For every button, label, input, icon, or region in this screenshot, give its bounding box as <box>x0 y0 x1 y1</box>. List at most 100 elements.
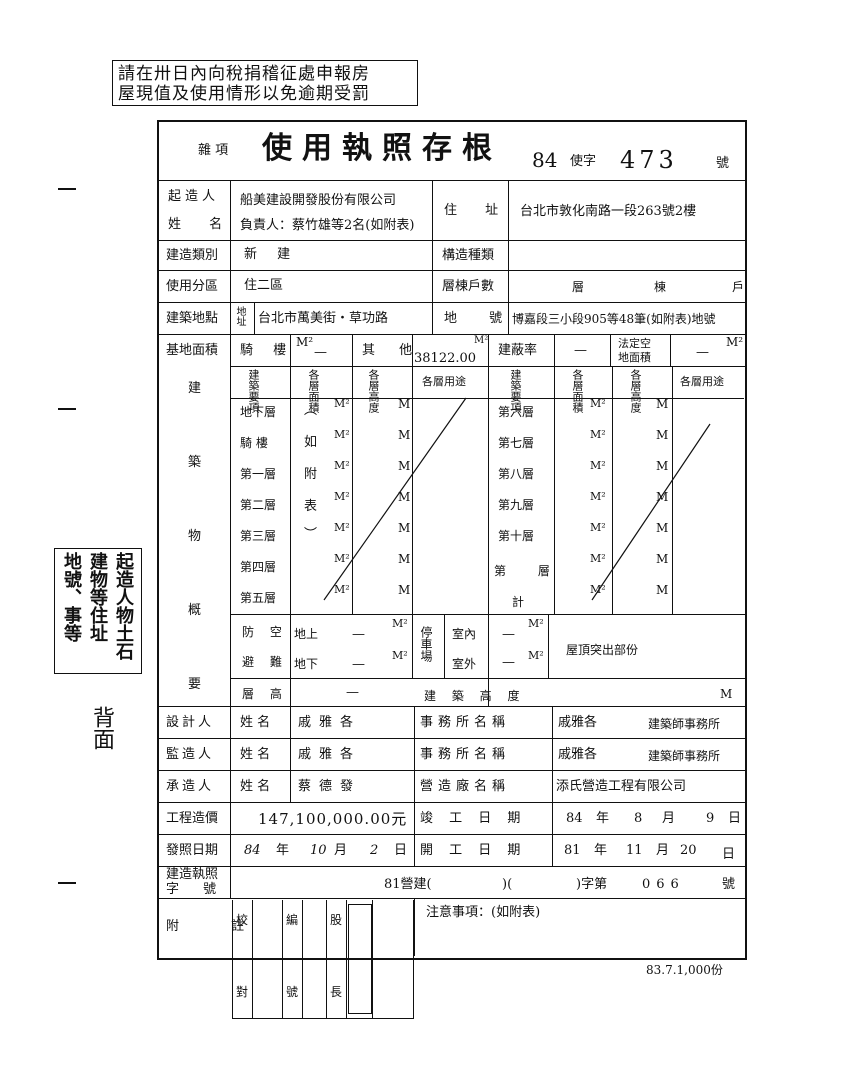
rule <box>230 366 745 367</box>
floor-label: 第 層 <box>494 564 564 578</box>
designer-label: 設計人 <box>166 715 215 730</box>
lot-label: 地 號 <box>444 311 517 326</box>
rule <box>352 334 353 366</box>
m2-unit: M² <box>590 521 606 534</box>
total-label: 計 <box>512 595 525 609</box>
start-yue: 月 <box>656 843 670 858</box>
outdoor-value: — <box>502 655 515 670</box>
page-title: 使用執照存根 <box>262 131 502 166</box>
shelter-label-1: 防 空 <box>242 625 288 639</box>
start-ri: 日 <box>722 847 736 862</box>
m-unit: M <box>656 459 669 473</box>
m-unit: M <box>398 521 411 535</box>
stamp-label-2: 編 <box>286 913 299 927</box>
build-type-label: 建造類別 <box>166 248 219 263</box>
permit-hao: 號 <box>722 877 736 892</box>
m-unit: M <box>398 459 411 473</box>
contractor-firm: 添氏營造工程有限公司 <box>556 779 687 794</box>
address-label: 住 址 <box>444 203 511 218</box>
rule <box>157 270 745 271</box>
permit-label-1: 建造執照 <box>166 867 219 882</box>
area-mark: 表 <box>304 499 318 514</box>
arcade-label: 騎 樓 <box>240 343 295 358</box>
rule <box>412 614 413 678</box>
header-hao: 號 <box>716 156 730 171</box>
rule <box>488 366 489 706</box>
m2-unit: M² <box>334 552 350 565</box>
floor-label: 第三層 <box>240 529 277 543</box>
floor-label: 第七層 <box>498 436 535 450</box>
m-unit: M <box>398 490 411 504</box>
side-note-col-3: 地號、事等 <box>61 552 82 642</box>
cost-label: 工程造價 <box>166 811 219 826</box>
floor-label: 第一層 <box>240 467 277 481</box>
m2-unit: M² <box>590 459 606 472</box>
rule <box>346 900 347 1018</box>
permit-number: 066 <box>642 877 685 892</box>
m2-unit: M² <box>334 521 350 534</box>
rule <box>610 334 611 366</box>
area-mark: ︵ <box>304 403 318 418</box>
contractor-name-label: 姓 名 <box>240 779 271 794</box>
owner-label-b: 姓 名 <box>168 217 235 232</box>
rule <box>290 334 291 366</box>
site-addr: 台北市萬美街・草功路 <box>258 311 389 326</box>
floor-label: 第二層 <box>240 498 277 512</box>
complete-nian: 年 <box>596 811 610 826</box>
site-addr-tag: 地址 <box>234 306 245 326</box>
bldg-side-1: 建 <box>188 381 202 396</box>
start-label: 開 工 日 期 <box>420 843 527 858</box>
floor-label: 第五層 <box>240 591 277 605</box>
m-unit: M <box>398 583 411 597</box>
above-value: — <box>352 627 365 642</box>
height-value: — <box>346 685 359 700</box>
m2-unit: M² <box>528 617 544 630</box>
header-year: 84 <box>532 148 558 172</box>
floor-label: 地下層 <box>240 405 277 419</box>
shelter-label-2: 避 難 <box>242 655 288 669</box>
bldg-side-4: 概 <box>188 603 202 618</box>
m2-unit: M² <box>334 459 350 472</box>
m2-unit: M² <box>334 490 350 503</box>
area-mark: ︶ <box>304 527 318 542</box>
permit-text-c: )字第 <box>576 877 608 892</box>
designer-office: 戚雅各 <box>558 715 598 730</box>
start-nian: 年 <box>594 843 608 858</box>
contractor-label: 承造人 <box>166 779 215 794</box>
permit-text-a: 81營建( <box>384 877 432 892</box>
notice-line-1: 請在卅日內向稅捐稽征處申報房 <box>118 64 370 84</box>
rule <box>157 866 745 867</box>
notice-box <box>112 60 418 106</box>
rule <box>302 900 303 1018</box>
floor-label: 第九層 <box>498 498 535 512</box>
area-mark: 附 <box>304 467 318 482</box>
lot-value: 博嘉段三小段905等48筆(如附表)地號 <box>512 312 716 326</box>
rule <box>252 900 253 1018</box>
rule <box>444 614 445 678</box>
supervisor-office-label: 事務所名稱 <box>420 747 511 762</box>
m2-unit: M² <box>590 428 606 441</box>
area-label: 基地面積 <box>166 343 219 358</box>
stamp-block <box>232 900 414 1019</box>
complete-month: 8 <box>634 811 643 826</box>
m2-unit: M² <box>590 490 606 503</box>
bldg-side-3: 物 <box>188 529 202 544</box>
legal-unit: M² <box>726 335 744 349</box>
cost-value: 147,100,000.00元 <box>258 810 408 828</box>
bheight-unit: M <box>720 687 733 701</box>
side-note-col-1: 起造人物土石 <box>113 552 134 660</box>
contractor-name: 蔡德發 <box>298 779 362 794</box>
m2-unit: M² <box>392 649 408 662</box>
rule <box>372 900 373 1018</box>
approval-seal <box>348 904 372 1014</box>
complete-label: 竣 工 日 期 <box>420 811 527 826</box>
owner-rep: 負責人：蔡竹雄等2名(如附表) <box>240 218 415 233</box>
coverage-value: — <box>574 343 587 358</box>
floors-ceng: 層 <box>572 280 585 294</box>
permit-text-b: )( <box>502 877 513 892</box>
m2-unit: M² <box>334 583 350 596</box>
m2-unit: M² <box>590 397 606 410</box>
hdr-use-left: 各層用途 <box>422 375 466 388</box>
complete-day: 9 <box>706 811 715 826</box>
struct-label: 構造種類 <box>442 248 495 263</box>
